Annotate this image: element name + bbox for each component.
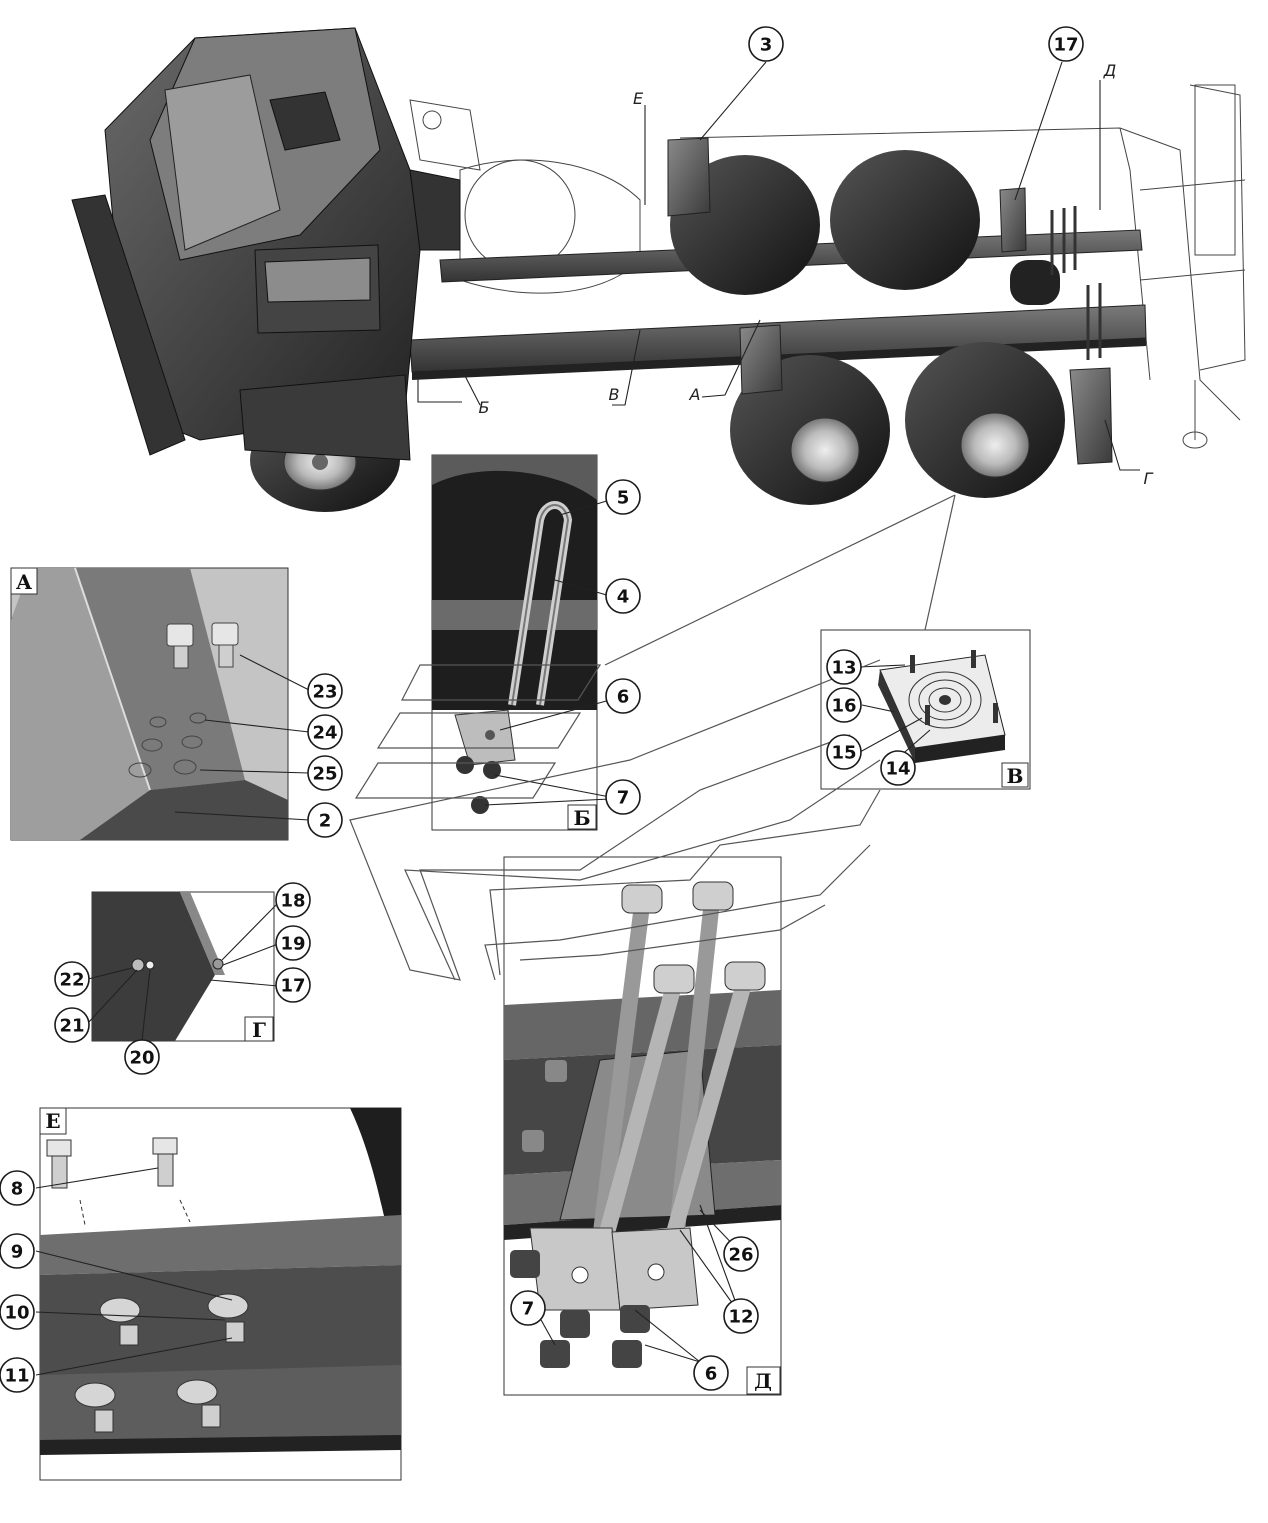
view-marker-e: Е bbox=[633, 89, 644, 108]
svg-text:3: 3 bbox=[760, 35, 773, 56]
svg-text:14: 14 bbox=[885, 759, 910, 780]
view-marker-g: Г bbox=[1144, 469, 1154, 488]
callout-26: 26 bbox=[723, 1236, 759, 1272]
callout-6-d: 6 bbox=[693, 1355, 729, 1391]
callout-3: 3 bbox=[748, 26, 784, 62]
callout-7-b: 7 bbox=[605, 779, 641, 815]
callout-15: 15 bbox=[826, 734, 862, 770]
svg-text:23: 23 bbox=[312, 682, 337, 703]
callout-11: 11 bbox=[0, 1357, 35, 1393]
mud-flaps bbox=[667, 137, 1113, 465]
view-marker-v: В bbox=[609, 385, 620, 404]
callout-25: 25 bbox=[307, 755, 343, 791]
view-g-label: Г bbox=[252, 1018, 266, 1042]
view-d-u-bolts bbox=[592, 881, 766, 1243]
frame-u-bolts bbox=[1050, 206, 1102, 360]
svg-text:8: 8 bbox=[11, 1179, 24, 1200]
callout-24: 24 bbox=[307, 714, 343, 750]
svg-text:10: 10 bbox=[4, 1303, 29, 1324]
callout-23: 23 bbox=[307, 673, 343, 709]
svg-text:7: 7 bbox=[617, 788, 630, 809]
view-b-label: Б bbox=[573, 806, 590, 830]
svg-text:2: 2 bbox=[319, 811, 332, 832]
svg-text:22: 22 bbox=[59, 970, 84, 991]
svg-text:6: 6 bbox=[705, 1364, 718, 1385]
detail-view-d: Д bbox=[503, 856, 782, 1396]
view-d-nuts bbox=[510, 1060, 650, 1368]
callout-17-g: 17 bbox=[275, 967, 311, 1003]
callout-9: 9 bbox=[0, 1233, 35, 1269]
callout-7-d: 7 bbox=[510, 1290, 546, 1326]
callout-bubbles: 3 17 5 4 6 7 23 24 25 2 13 16 15 14 18 1… bbox=[0, 26, 1084, 1393]
callout-20: 20 bbox=[124, 1039, 160, 1075]
callout-2: 2 bbox=[307, 802, 343, 838]
svg-text:4: 4 bbox=[617, 587, 630, 608]
view-e-label: Е bbox=[45, 1109, 60, 1133]
callout-14: 14 bbox=[880, 750, 916, 786]
view-marker-d: Д bbox=[1103, 61, 1117, 80]
callout-4: 4 bbox=[605, 578, 641, 614]
svg-text:5: 5 bbox=[617, 488, 630, 509]
callout-12: 12 bbox=[723, 1298, 759, 1334]
detail-view-e: Е bbox=[35, 1107, 402, 1481]
projection-guide-lines bbox=[349, 494, 956, 981]
callout-16: 16 bbox=[826, 687, 862, 723]
rear-wheels bbox=[670, 150, 1065, 505]
svg-text:26: 26 bbox=[728, 1245, 753, 1266]
view-b-projection-planes bbox=[354, 664, 602, 799]
svg-text:17: 17 bbox=[280, 976, 305, 997]
callout-8: 8 bbox=[0, 1170, 35, 1206]
view-a-bolts bbox=[128, 622, 239, 778]
main-view-leaders bbox=[417, 61, 1140, 471]
svg-text:21: 21 bbox=[59, 1016, 84, 1037]
svg-text:18: 18 bbox=[280, 891, 305, 912]
svg-text:24: 24 bbox=[312, 723, 337, 744]
svg-text:17: 17 bbox=[1053, 35, 1078, 56]
callout-19: 19 bbox=[275, 925, 311, 961]
truck-chassis-illustration: Е В А Б Д Г bbox=[71, 27, 1246, 512]
svg-text:15: 15 bbox=[831, 743, 856, 764]
svg-text:13: 13 bbox=[831, 658, 856, 679]
view-d-label: Д bbox=[754, 1369, 772, 1393]
view-marker-a: А bbox=[689, 385, 701, 404]
detail-view-a: А bbox=[10, 567, 310, 841]
truck-cab bbox=[71, 27, 461, 461]
rear-outline-frame bbox=[409, 84, 1246, 449]
callout-18: 18 bbox=[275, 882, 311, 918]
svg-text:11: 11 bbox=[4, 1366, 29, 1387]
svg-text:20: 20 bbox=[129, 1048, 154, 1069]
callout-5: 5 bbox=[605, 479, 641, 515]
detail-view-b: Б bbox=[354, 454, 611, 831]
svg-text:6: 6 bbox=[617, 687, 630, 708]
callout-10: 10 bbox=[0, 1294, 35, 1330]
view-a-label: А bbox=[16, 570, 33, 594]
svg-text:12: 12 bbox=[728, 1307, 753, 1328]
svg-text:16: 16 bbox=[831, 696, 856, 717]
callout-22: 22 bbox=[54, 961, 90, 997]
callout-13: 13 bbox=[826, 649, 862, 685]
detail-view-g: Г bbox=[87, 891, 279, 1042]
svg-text:19: 19 bbox=[280, 934, 305, 955]
svg-text:7: 7 bbox=[522, 1299, 535, 1320]
svg-text:25: 25 bbox=[312, 764, 337, 785]
view-marker-b: Б bbox=[479, 398, 490, 417]
svg-text:9: 9 bbox=[11, 1242, 24, 1263]
callout-21: 21 bbox=[54, 1007, 90, 1043]
view-e-bolts bbox=[46, 1137, 249, 1433]
view-v-label: В bbox=[1007, 764, 1024, 788]
callout-17-main: 17 bbox=[1048, 26, 1084, 62]
callout-6-b: 6 bbox=[605, 678, 641, 714]
